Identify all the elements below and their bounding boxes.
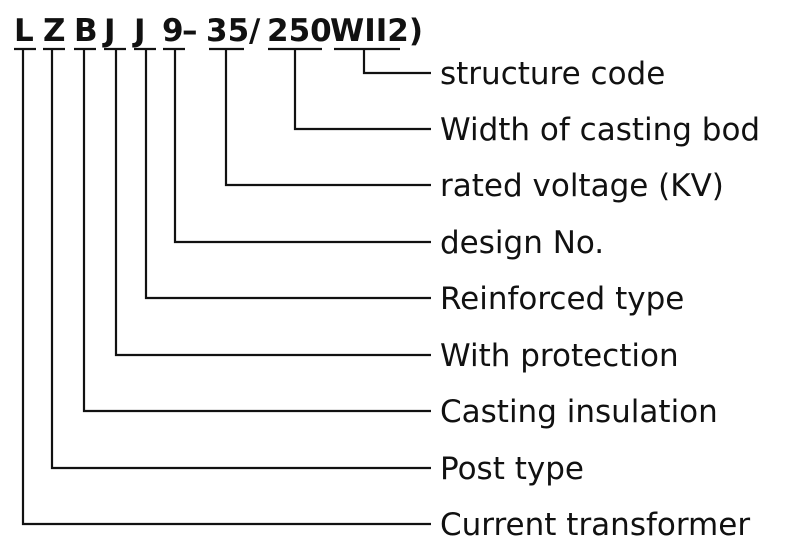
code-9: 9 — [162, 13, 184, 49]
leader-reinforced — [144, 49, 431, 300]
label-reinforced-type: Reinforced type — [440, 281, 684, 317]
code-B: B — [74, 13, 98, 49]
leader-lines — [21, 49, 431, 526]
leader-width — [293, 49, 431, 131]
label-casting-insulation: Casting insulation — [440, 394, 718, 430]
leader-design-no — [173, 49, 431, 244]
label-width-of-casting-body: Width of casting bod — [440, 112, 760, 148]
label-post-type: Post type — [440, 451, 584, 487]
code-dash: – — [182, 13, 198, 49]
label-rated-voltage: rated voltage (KV) — [440, 168, 724, 204]
code-L: L — [14, 13, 34, 49]
code-Z: Z — [43, 13, 65, 49]
code-J1: J — [102, 13, 116, 49]
leader-post-type — [50, 49, 431, 470]
code-35: 35 — [206, 13, 249, 49]
code-slash: / — [249, 13, 261, 49]
label-with-protection: With protection — [440, 338, 679, 374]
leader-current-transformer — [21, 49, 431, 526]
leader-casting-insulation — [82, 49, 431, 413]
code-J2: J — [132, 13, 146, 49]
code-WII2: WII2) — [330, 13, 423, 49]
leader-structure-code — [362, 49, 431, 75]
label-structure-code: structure code — [440, 56, 665, 92]
code-250: 250 — [267, 13, 332, 49]
labels: structure code Width of casting bod rate… — [440, 56, 760, 543]
leader-protection — [114, 49, 431, 357]
leader-rated-voltage — [224, 49, 431, 187]
label-current-transformer: Current transformer — [440, 507, 750, 543]
label-design-no: design No. — [440, 225, 604, 261]
model-code: L Z B J J 9 – 35 / 250 WII2) — [14, 13, 423, 49]
